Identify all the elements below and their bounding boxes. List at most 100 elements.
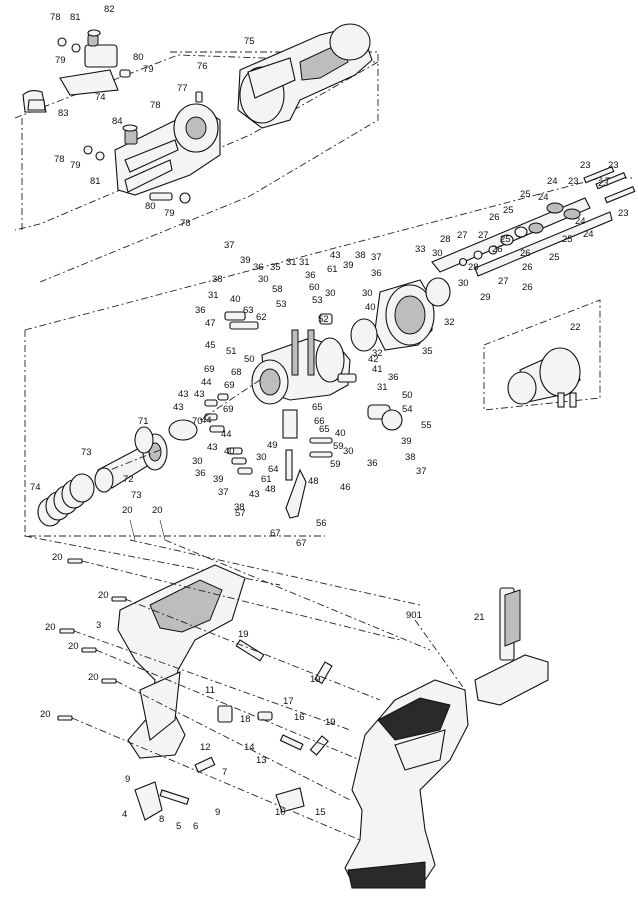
part-number-label: 28 [468,262,479,273]
motor-box-outline [483,299,601,411]
part-number-label: 68 [231,367,242,378]
part-number-label: 67 [296,538,307,549]
part-number-label: 26 [522,282,533,293]
part-number-label: 61 [261,474,272,485]
housing-screws-20 [57,519,166,721]
part-number-label: 71 [138,416,149,427]
trigger-switch-group [134,639,333,821]
cylinder-35 [350,277,451,352]
part-number-label: 19 [325,717,336,728]
part-number-label: 65 [312,402,323,413]
part-number-label: 20 [98,590,109,601]
part-number-label: 30 [458,278,469,289]
part-number-label: 69 [223,404,234,415]
part-number-label: 50 [244,354,255,365]
part-number-label: 43 [173,402,184,413]
assembly-leader-lines [71,379,466,841]
part-number-label: 40 [365,302,376,313]
part-number-label: 78 [180,218,191,229]
part-number-label: 82 [104,4,115,15]
part-number-label: 79 [143,64,154,75]
part-number-label: 74 [30,482,41,493]
part-number-label: 76 [197,61,208,72]
part-number-label: 44 [221,429,232,440]
part-number-label: 78 [54,154,65,165]
part-number-label: 3 [96,620,101,631]
part-number-label: 901 [406,610,422,621]
part-number-label: 58 [272,284,283,295]
part-number-label: 65 [319,424,330,435]
part-number-label: 39 [240,255,251,266]
part-number-label: 29 [480,292,491,303]
part-number-label: 19 [310,674,321,685]
part-number-label: 15 [315,807,326,818]
part-number-label: 25 [562,234,573,245]
part-number-label: 20 [88,672,99,683]
part-number-label: 32 [372,348,383,359]
part-number-label: 59 [330,459,341,470]
part-number-label: 24 [583,229,594,240]
small-fittings-left [168,393,253,475]
part-number-label: 52 [318,314,329,325]
part-number-label: 43 [178,389,189,400]
part-number-label: 25 [520,189,531,200]
part-number-label: 75 [244,36,255,47]
part-number-label: 84 [112,116,123,127]
part-number-label: 67 [270,528,281,539]
part-number-label: 80 [145,201,156,212]
part-number-label: 80 [133,52,144,63]
return-spring-74 [37,473,95,527]
part-number-label: 70 [192,416,203,427]
part-number-label: 23 [580,160,591,171]
part-number-label: 51 [226,346,237,357]
part-number-label: 20 [52,552,63,563]
part-number-label: 35 [270,262,281,273]
part-number-label: 36 [367,458,378,469]
part-number-label: 30 [362,288,373,299]
part-number-label: 18 [240,714,251,725]
part-number-label: 50 [402,390,413,401]
part-number-label: 38 [355,250,366,261]
part-number-label: 48 [265,484,276,495]
part-number-label: 38 [212,274,223,285]
part-number-label: 37 [218,487,229,498]
part-number-label: 32 [444,317,455,328]
frame-75 [237,23,373,129]
housing-left-half [117,564,246,759]
part-number-label: 83 [58,108,69,119]
part-number-label: 39 [213,474,224,485]
part-number-label: 77 [177,83,188,94]
part-number-label: 9 [215,807,220,818]
ram-screw-set [431,166,636,277]
part-number-label: 42 [368,354,379,365]
part-number-label: 20 [152,505,163,516]
part-number-label: 78 [150,100,161,111]
part-number-label: 16 [294,712,305,723]
part-number-label: 79 [55,55,66,66]
part-number-label: 20 [68,641,79,652]
pump-body [224,311,403,519]
control-board-21 [474,587,549,706]
part-number-label: 24 [547,176,558,187]
part-number-label: 53 [312,295,323,306]
part-number-label: 26 [522,262,533,273]
part-number-label: 45 [205,340,216,351]
part-number-label: 39 [401,436,412,447]
part-number-label: 20 [45,622,56,633]
part-number-label: 24 [575,216,586,227]
part-number-label: 37 [416,466,427,477]
part-number-label: 56 [316,518,327,529]
part-number-label: 43 [249,489,260,500]
part-number-label: 19 [238,629,249,640]
part-number-label: 36 [195,468,206,479]
part-number-label: 55 [421,420,432,431]
part-number-label: 39 [343,260,354,271]
motor-22 [507,347,581,408]
part-number-label: 12 [200,742,211,753]
part-number-label: 31 [208,290,219,301]
part-number-label: 25 [503,205,514,216]
part-number-label: 37 [224,240,235,251]
part-number-label: 6 [193,821,198,832]
